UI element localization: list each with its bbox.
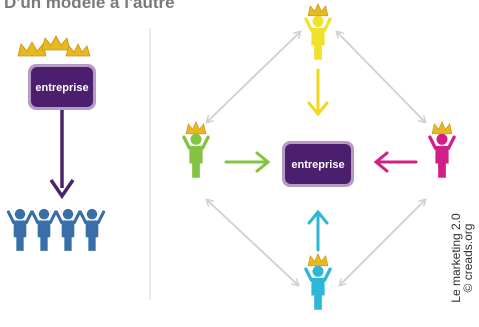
- top-down-arrow: [49, 110, 75, 200]
- person-icon: [54, 208, 82, 251]
- left-entreprise-label: entreprise: [35, 82, 88, 94]
- network-arrows: [207, 32, 425, 285]
- crown-icon: [17, 41, 47, 57]
- crown-icon: [185, 120, 207, 135]
- person-icon: [428, 120, 456, 178]
- people-group: [6, 208, 106, 251]
- person-icon: [78, 208, 106, 251]
- crown-icon: [65, 43, 91, 57]
- credit-line-2: © creads.org: [461, 223, 475, 293]
- person-icon: [30, 208, 58, 251]
- person-icon: [6, 208, 34, 251]
- left-entreprise-box: entreprise: [28, 64, 96, 110]
- crown-icon: [307, 2, 329, 17]
- person-icon: [182, 120, 210, 178]
- crown-icon: [307, 252, 329, 267]
- credit-text: Le marketing 2.0 © creads.org: [449, 198, 475, 318]
- person-icon: [304, 2, 332, 60]
- right-entreprise-box: entreprise: [282, 141, 354, 187]
- grey-arrow: [207, 200, 299, 286]
- crowned-people: [182, 2, 456, 310]
- crown-icon: [431, 120, 453, 135]
- grey-arrow: [340, 199, 426, 285]
- right-entreprise-label: entreprise: [291, 159, 344, 171]
- person-icon: [304, 252, 332, 310]
- crown-icon: [41, 35, 71, 51]
- left-crown-cluster: [17, 35, 91, 57]
- grey-arrow: [337, 32, 426, 123]
- diagram-heading: D'un modèle à l'autre: [4, 0, 175, 12]
- yellow-arrow: [307, 68, 329, 117]
- grey-arrow: [207, 31, 301, 122]
- cyan-arrow: [307, 209, 329, 252]
- pink-arrow: [373, 151, 418, 173]
- green-arrow: [224, 151, 271, 173]
